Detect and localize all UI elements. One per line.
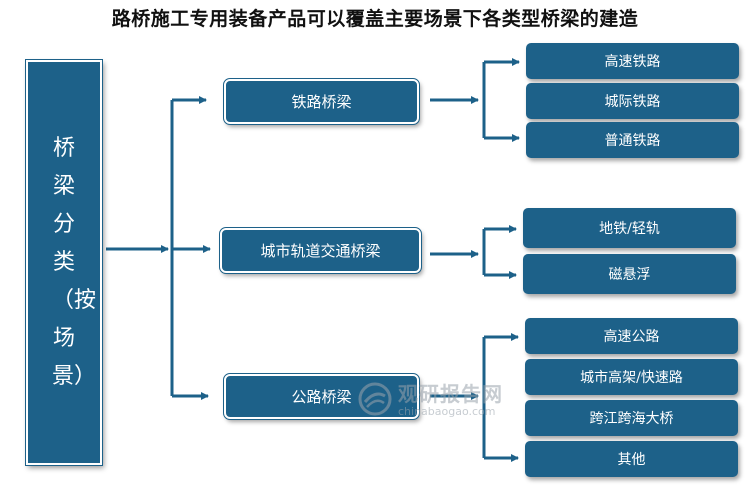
watermark: 观研报告网 chinabaogao.com [358,378,528,428]
diagram-title: 路桥施工专用装备产品可以覆盖主要场景下各类型桥梁的建造 [111,8,639,30]
leaf-intercity-railway: 城际铁路 [526,83,739,119]
root-node: 桥梁分类（按场景） [25,59,103,466]
leaf-label: 跨江跨海大桥 [589,411,674,427]
node-railway-bridge: 铁路桥梁 [223,78,420,125]
node-highway-bridge-label: 公路桥梁 [291,388,352,406]
leaf-label: 地铁/轻轨 [599,221,660,237]
root-label: 桥梁分类（按场景） [52,135,97,389]
leaf-label: 城市高架/快速路 [580,370,683,386]
leaf-high-speed-railway: 高速铁路 [526,43,739,79]
node-highway-bridge: 公路桥梁 [223,373,420,420]
leaf-metro-light-rail: 地铁/轻轨 [523,208,736,248]
leaf-label: 普通铁路 [604,133,661,149]
watermark-logo-icon [358,382,392,416]
leaf-conventional-railway: 普通铁路 [526,122,739,158]
leaf-label: 高速铁路 [604,54,661,70]
node-railway-bridge-label: 铁路桥梁 [291,93,352,111]
leaf-expressway: 高速公路 [525,318,738,354]
watermark-en: chinabaogao.com [398,405,496,418]
node-urban-rail-bridge-label: 城市轨道交通桥梁 [260,242,381,260]
leaf-maglev: 磁悬浮 [523,254,736,294]
leaf-urban-elevated-road: 城市高架/快速路 [525,359,738,395]
watermark-cn: 观研报告网 [398,382,503,406]
leaf-other: 其他 [525,441,738,477]
leaf-label: 其他 [617,452,646,468]
leaf-label: 高速公路 [603,329,660,345]
leaf-label: 城际铁路 [604,94,661,110]
node-urban-rail-bridge: 城市轨道交通桥梁 [219,227,422,274]
leaf-river-sea-bridge: 跨江跨海大桥 [525,400,738,436]
leaf-label: 磁悬浮 [608,267,651,283]
